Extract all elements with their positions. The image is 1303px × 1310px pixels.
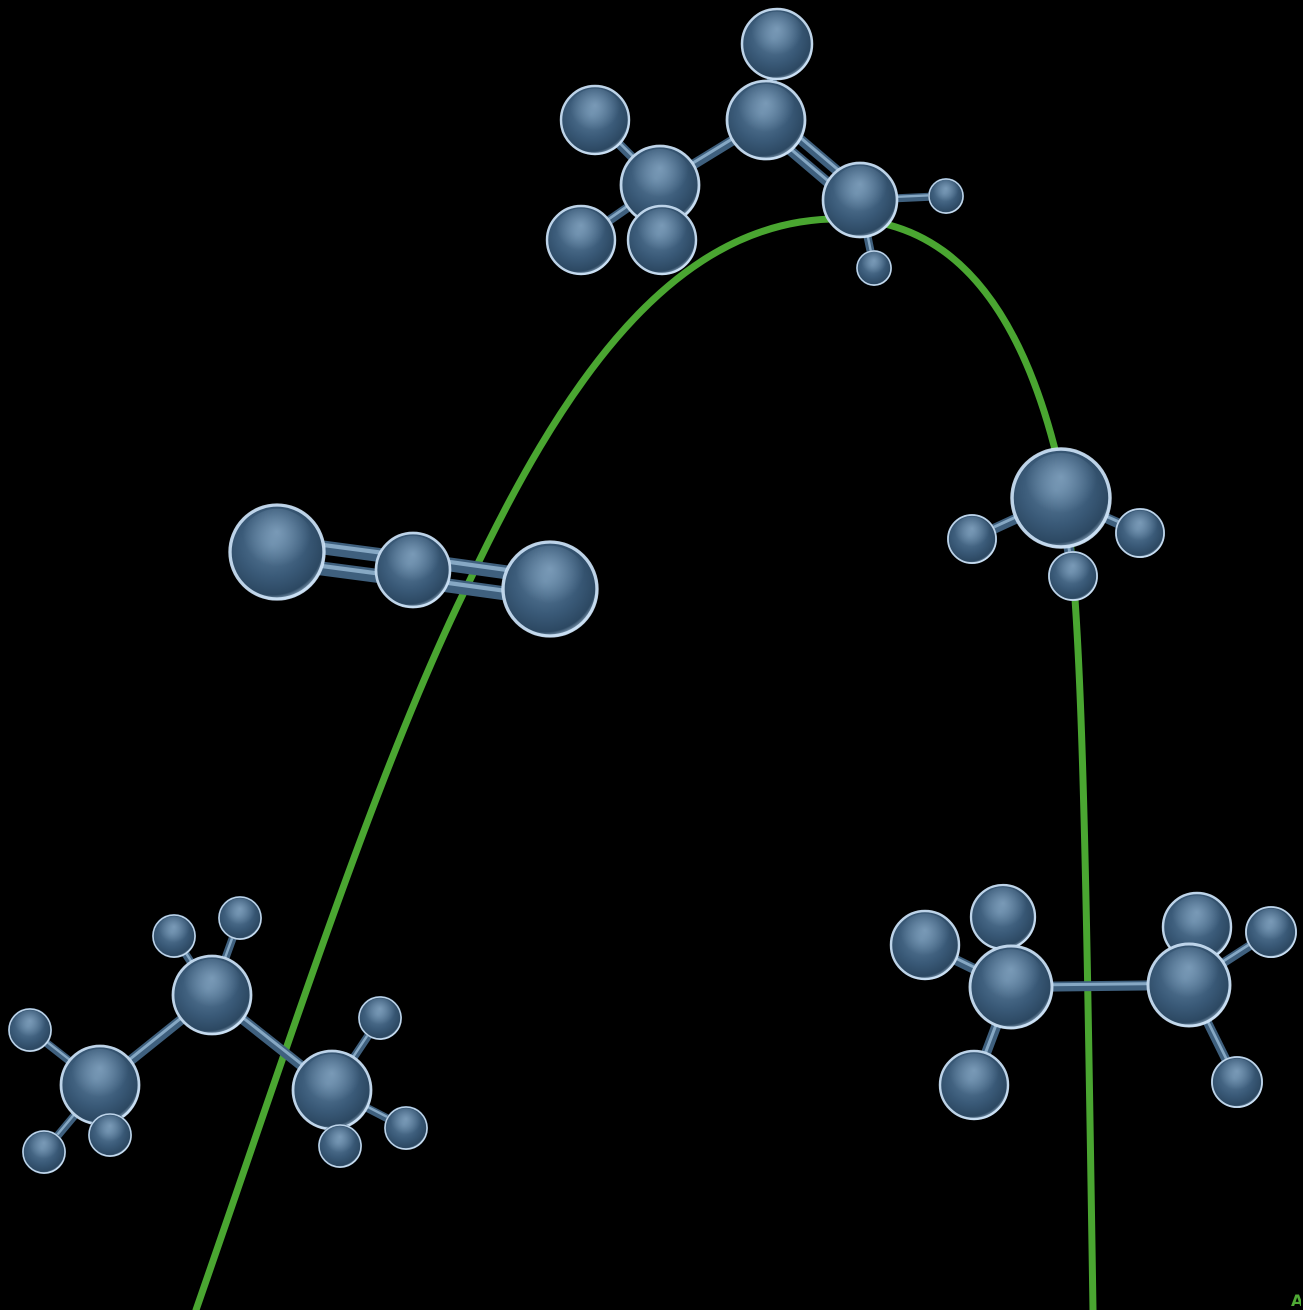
- atom-rim: [228, 503, 326, 601]
- atom-shine: [1155, 947, 1223, 1015]
- atom-rim: [318, 1124, 362, 1168]
- atom-rim: [889, 909, 961, 981]
- atom-shine: [68, 1049, 132, 1113]
- atom-shine: [156, 916, 192, 952]
- atom-rim: [947, 514, 997, 564]
- atom-rim: [1115, 508, 1165, 558]
- propane-molecule: [8, 896, 428, 1174]
- atom-rim: [374, 531, 452, 609]
- atom-rim: [559, 84, 631, 156]
- atom-rim: [152, 914, 196, 958]
- atom-rim: [821, 161, 899, 239]
- atom-shine: [634, 208, 690, 265]
- atom-rim: [938, 1049, 1010, 1121]
- atom-rim: [1211, 1056, 1263, 1108]
- atom-shine: [946, 1053, 1002, 1110]
- atom-rim: [856, 250, 892, 286]
- atom-rim: [22, 1130, 66, 1174]
- carbon-dioxide-molecule: [228, 503, 599, 638]
- atom-rim: [968, 944, 1054, 1030]
- atom-rim: [740, 7, 814, 81]
- atom-shine: [976, 887, 1030, 941]
- atom-shine: [322, 1126, 358, 1162]
- atom-shine: [180, 959, 244, 1023]
- atom-shine: [12, 1010, 48, 1046]
- atom-rim: [358, 996, 402, 1040]
- corner-label: A: [1291, 1292, 1301, 1310]
- atom-shine: [1216, 1058, 1258, 1101]
- atom-shine: [567, 88, 623, 145]
- atom-shine: [829, 165, 891, 227]
- atom-rim: [8, 1008, 52, 1052]
- atom-shine: [1053, 553, 1093, 594]
- atom-rim: [501, 540, 599, 638]
- atom-rim: [1048, 551, 1098, 601]
- atom-rim: [384, 1106, 428, 1150]
- energy-curve: [192, 215, 1097, 1310]
- atom-rim: [171, 954, 253, 1036]
- atom-rim: [545, 204, 617, 276]
- atom-shine: [931, 179, 961, 209]
- atom-shine: [238, 508, 316, 586]
- atom-shine: [1169, 895, 1225, 952]
- atom-rim: [725, 79, 807, 161]
- atom-shine: [897, 913, 953, 970]
- atom-shine: [952, 516, 992, 557]
- propene-molecule: [545, 7, 964, 286]
- atom-rim: [928, 178, 964, 214]
- atom-shine: [26, 1132, 62, 1168]
- methyl-radical-molecule: [947, 447, 1165, 601]
- atom-shine: [977, 949, 1045, 1017]
- atom-shine: [511, 545, 589, 623]
- atom-rim: [1146, 942, 1232, 1028]
- atom-shine: [1120, 510, 1160, 551]
- atom-shine: [628, 149, 692, 213]
- atom-rim: [1010, 447, 1112, 549]
- molecule-layer: [8, 7, 1297, 1174]
- atom-rim: [1245, 906, 1297, 958]
- atom-rim: [218, 896, 262, 940]
- atom-shine: [382, 535, 444, 597]
- atom-rim: [626, 204, 698, 276]
- atom-shine: [362, 998, 398, 1034]
- atom-shine: [1021, 453, 1101, 533]
- ethane-molecule: [889, 883, 1297, 1121]
- atom-shine: [222, 898, 258, 934]
- atom-shine: [748, 11, 806, 70]
- atom-shine: [734, 84, 798, 148]
- atom-shine: [1250, 908, 1292, 951]
- atom-shine: [92, 1115, 128, 1151]
- atom-shine: [300, 1054, 364, 1118]
- atom-shine: [388, 1108, 424, 1144]
- atom-shine: [553, 208, 609, 265]
- atom-shine: [859, 251, 889, 281]
- atom-rim: [88, 1113, 132, 1157]
